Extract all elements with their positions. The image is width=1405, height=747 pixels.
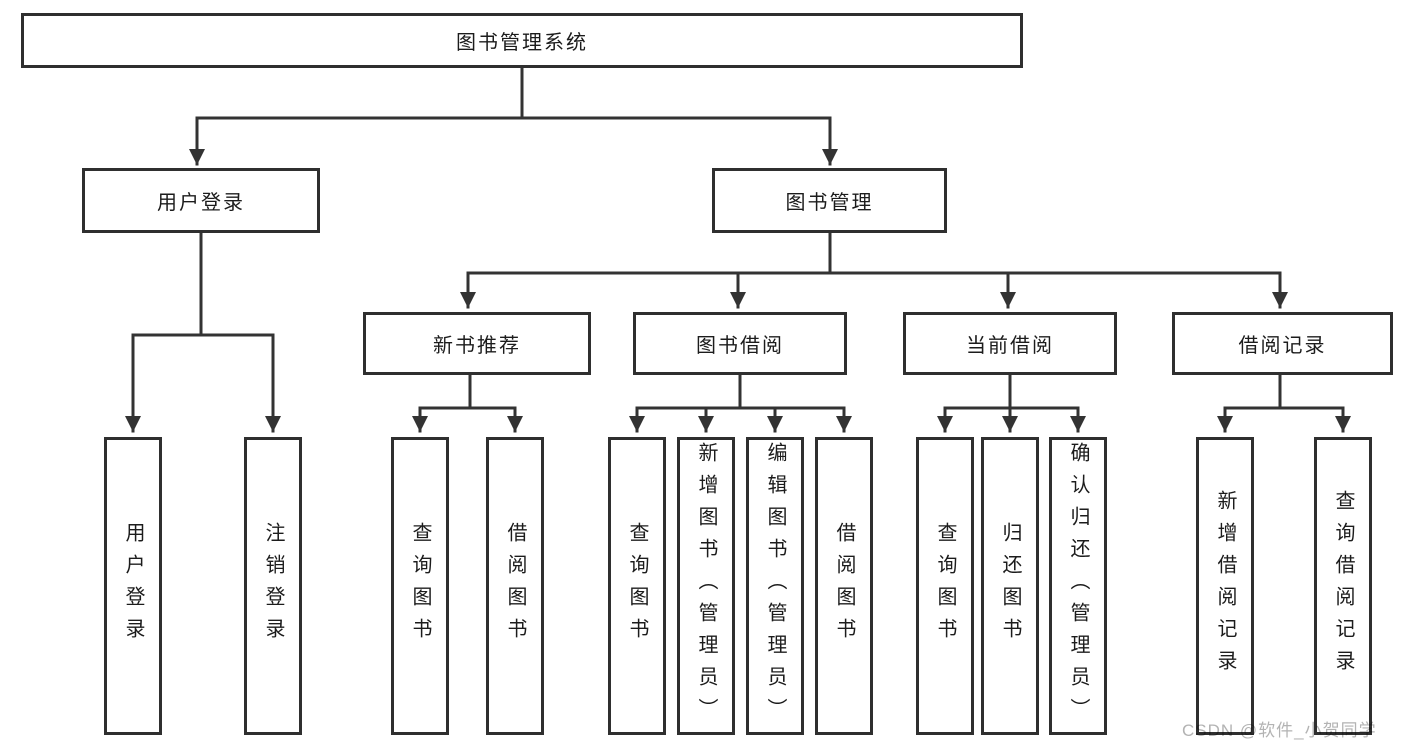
leaf-logout: 注销登录 bbox=[244, 437, 302, 735]
leaf-add-books-admin: 新增图书（管理员） bbox=[677, 437, 735, 735]
connector-current-borrow-children bbox=[937, 373, 1086, 433]
leaf-user-login: 用户登录 bbox=[104, 437, 162, 735]
leaf-query-books-recommend: 查询图书 bbox=[391, 437, 449, 735]
connector-book-management-children bbox=[460, 231, 1288, 309]
node-user-login-label: 用户登录 bbox=[157, 192, 245, 214]
node-new-book-recommend-label: 新书推荐 bbox=[433, 335, 521, 357]
leaf-borrow-books-label: 借阅图书 bbox=[833, 522, 855, 650]
node-user-login: 用户登录 bbox=[82, 168, 320, 233]
csdn-watermark: CSDN @软件_小贺同学 bbox=[1182, 721, 1377, 740]
node-borrow-records: 借阅记录 bbox=[1172, 312, 1393, 375]
leaf-confirm-return-admin: 确认归还（管理员） bbox=[1049, 437, 1107, 735]
connector-user-login-children bbox=[125, 231, 281, 433]
leaf-borrow-books: 借阅图书 bbox=[815, 437, 873, 735]
leaf-edit-books-admin-label: 编辑图书（管理员） bbox=[764, 442, 786, 730]
leaf-add-borrow-record-label: 新增借阅记录 bbox=[1214, 490, 1236, 682]
leaf-query-books-current-label: 查询图书 bbox=[934, 522, 956, 650]
connector-borrow-records-children bbox=[1217, 373, 1351, 433]
node-system-root-label: 图书管理系统 bbox=[456, 32, 588, 54]
leaf-query-books-borrow-label: 查询图书 bbox=[626, 522, 648, 650]
leaf-borrow-books-recommend: 借阅图书 bbox=[486, 437, 544, 735]
leaf-edit-books-admin: 编辑图书（管理员） bbox=[746, 437, 804, 735]
leaf-query-books-recommend-label: 查询图书 bbox=[409, 522, 431, 650]
node-current-borrow-label: 当前借阅 bbox=[966, 335, 1054, 357]
node-system-root: 图书管理系统 bbox=[21, 13, 1023, 68]
leaf-query-books-borrow: 查询图书 bbox=[608, 437, 666, 735]
leaf-query-books-current: 查询图书 bbox=[916, 437, 974, 735]
leaf-return-books: 归还图书 bbox=[981, 437, 1039, 735]
leaf-user-login-label: 用户登录 bbox=[122, 522, 144, 650]
connector-root-to-level2 bbox=[189, 66, 838, 166]
leaf-add-borrow-record: 新增借阅记录 bbox=[1196, 437, 1254, 735]
connector-book-borrow-children bbox=[629, 373, 852, 433]
leaf-query-borrow-record-label: 查询借阅记录 bbox=[1332, 490, 1354, 682]
node-book-borrow-label: 图书借阅 bbox=[696, 335, 784, 357]
leaf-return-books-label: 归还图书 bbox=[999, 522, 1021, 650]
leaf-query-borrow-record: 查询借阅记录 bbox=[1314, 437, 1372, 735]
node-book-borrow: 图书借阅 bbox=[633, 312, 847, 375]
leaf-confirm-return-admin-label: 确认归还（管理员） bbox=[1067, 442, 1089, 730]
node-borrow-records-label: 借阅记录 bbox=[1238, 335, 1327, 357]
leaf-logout-label: 注销登录 bbox=[262, 522, 284, 650]
node-book-management-label: 图书管理 bbox=[785, 192, 874, 214]
node-new-book-recommend: 新书推荐 bbox=[363, 312, 591, 375]
node-current-borrow: 当前借阅 bbox=[903, 312, 1117, 375]
leaf-add-books-admin-label: 新增图书（管理员） bbox=[695, 442, 717, 730]
node-book-management: 图书管理 bbox=[712, 168, 947, 233]
leaf-borrow-books-recommend-label: 借阅图书 bbox=[504, 522, 526, 650]
connector-new-book-recommend-children bbox=[412, 373, 523, 433]
